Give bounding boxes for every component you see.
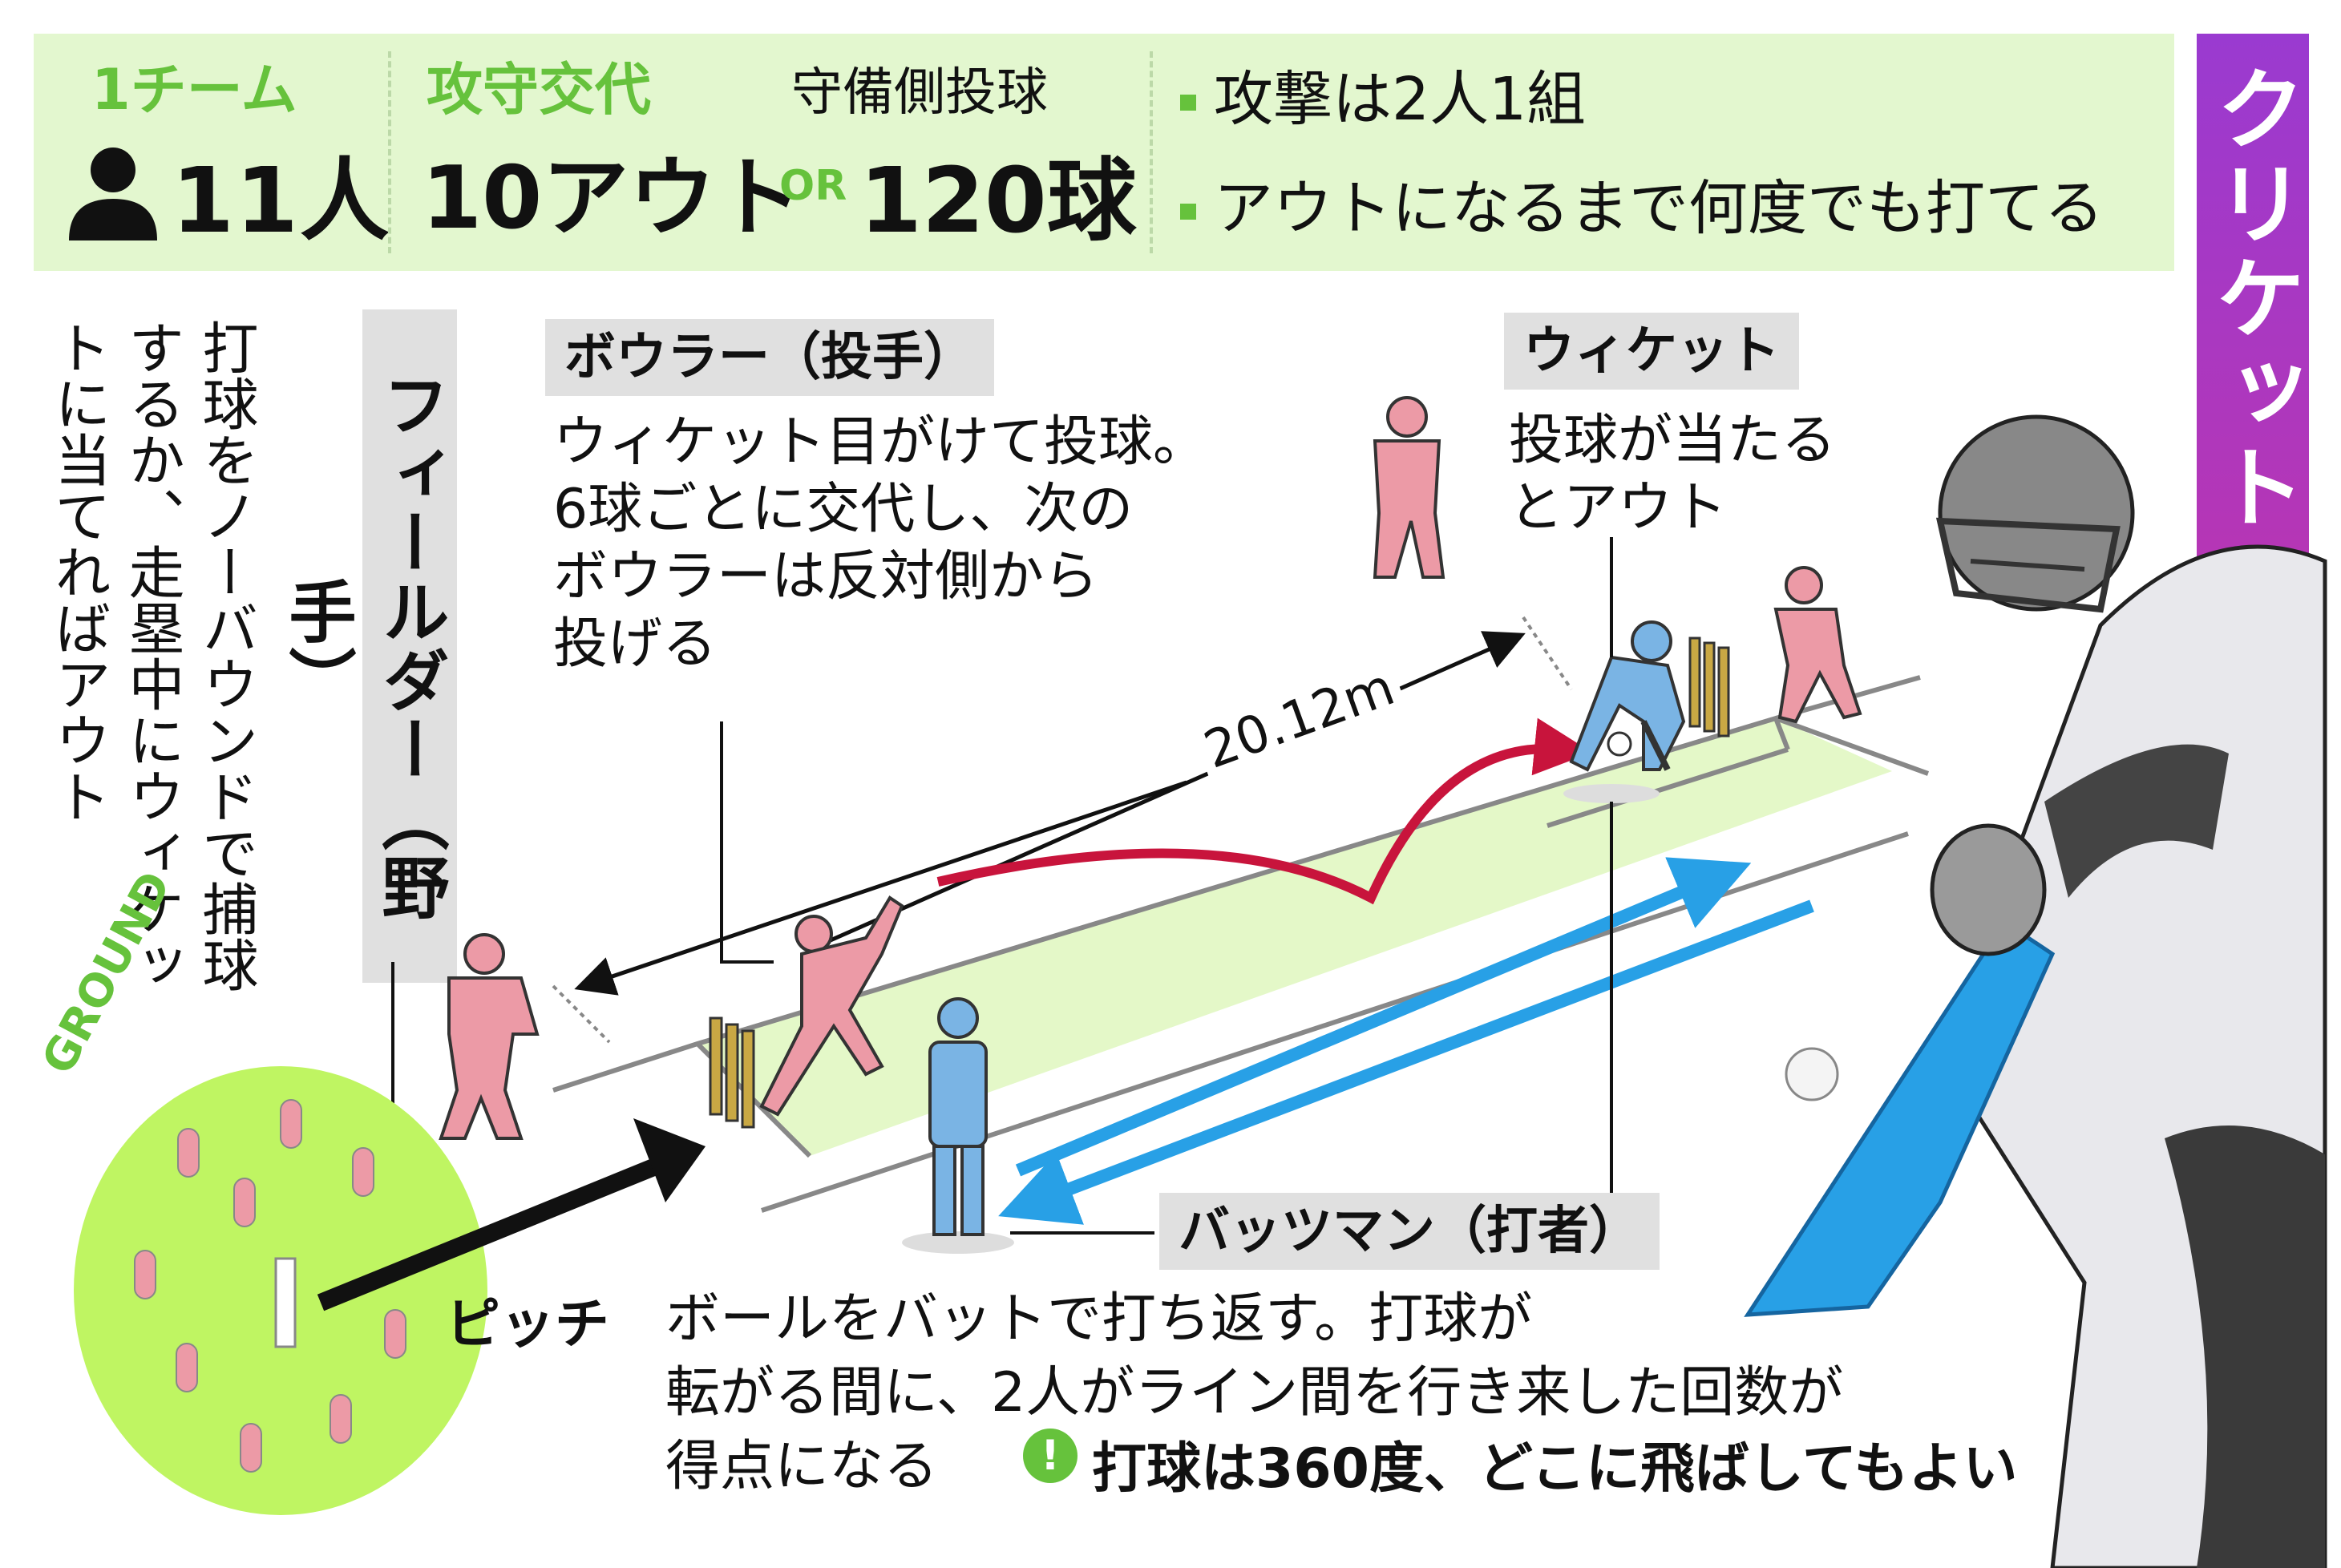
ground-fielders [134, 1099, 406, 1473]
ball-icon [1607, 731, 1632, 757]
pitch-label: ピッチ [446, 1293, 610, 1356]
bowler-leader-line [720, 721, 774, 964]
rule-item: アウトになるまで何度でも打てる [1180, 160, 2104, 246]
outs-value: 10アウト [422, 148, 803, 249]
wicket-far [1688, 636, 1730, 738]
rule-item: 攻撃は2人1組 [1180, 51, 1586, 137]
pitch-pointer-arrowhead [633, 1118, 706, 1202]
run-arrow-forward [1015, 857, 1752, 1177]
run-arrow-back [998, 899, 1814, 1225]
team-label: 1チーム [91, 57, 297, 123]
wicket-label: ウィケット [1504, 313, 1799, 390]
wicket-description: 投球が当たる とアウト [1509, 409, 1837, 540]
person-icon [69, 148, 157, 240]
bullet-icon [1180, 95, 1196, 111]
exclamation-icon: ! [1023, 1429, 1078, 1483]
change-label: 攻守交代 [427, 57, 651, 123]
ground-pitch [274, 1257, 297, 1348]
bat-icon [1744, 919, 2056, 1317]
bowler-figure [759, 895, 904, 1117]
batsman-figure-non-striker [902, 997, 1014, 1254]
header-panel: 1チーム 11人 攻守交代 守備側投球 10アウト OR 120球 攻撃は2人1… [34, 34, 2174, 271]
header-divider [388, 51, 391, 253]
bullet-icon [1180, 204, 1196, 220]
pitch-pointer-arrow [317, 1154, 669, 1311]
header-divider [1150, 51, 1153, 253]
fielder-description: 打球をノーバウンドで捕球するか、走塁中にウィケットに当てればアウト [46, 319, 259, 992]
note-text: 打球は360度、どこに飛ばしてもよい [1092, 1437, 2018, 1501]
fielder-figure-left [439, 933, 540, 1140]
bowler-label: ボウラー（投手） [545, 319, 994, 396]
fielder-figure-slip [1373, 396, 1445, 579]
team-count: 11人 [172, 149, 391, 253]
batsman-label: バッツマン（打者） [1159, 1193, 1660, 1270]
defense-label: 守備側投球 [791, 63, 1048, 123]
balls-value: 120球 [859, 149, 1137, 253]
batsman-description: ボールをバットで打ち返す。打球が 転がる間に、2人がライン間を行き来した回数が … [665, 1287, 1844, 1498]
bowler-description: ウィケット目がけて投球。 6球ごとに交代し、次の ボウラーは反対側から 投げる [553, 410, 1208, 676]
glove-icon [1930, 823, 2047, 956]
batsman-figure-striker [1563, 620, 1686, 803]
large-batsman-illustration [1744, 414, 2327, 1568]
wicketkeeper-figure [1773, 566, 1862, 724]
wicket-near [709, 1016, 755, 1129]
page-title: クリケット [2201, 63, 2305, 535]
or-label: OR [779, 162, 847, 210]
ground-diagram [74, 1066, 487, 1515]
fielder-label: フィールダー（野手） [278, 309, 457, 983]
cricket-ball-icon [1785, 1047, 1839, 1101]
ball-trajectory-arrow [936, 717, 1592, 905]
